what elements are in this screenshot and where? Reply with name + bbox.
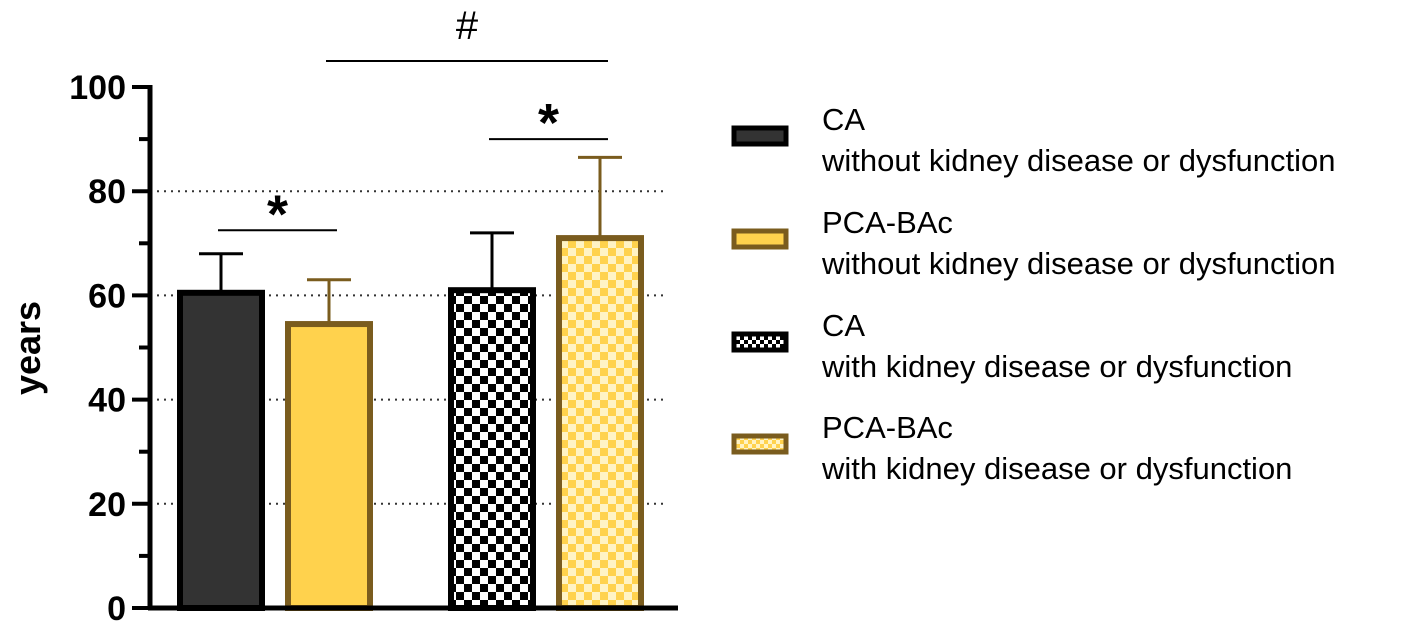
significance-label: * (267, 184, 288, 244)
bar (285, 321, 373, 611)
y-tick-label: 20 (88, 486, 126, 524)
gridlines (150, 190, 668, 505)
y-tick-label: 100 (69, 69, 126, 107)
significance-label: * (538, 93, 559, 153)
significance-annotations: * * # (218, 4, 608, 244)
legend-swatch (731, 331, 789, 353)
legend-label-line1: PCA-BAc (822, 205, 953, 240)
y-tick-label: 40 (88, 382, 126, 420)
y-tick-label: 0 (107, 590, 126, 628)
bar (556, 235, 644, 611)
legend-label-line2: without kidney disease or dysfunction (821, 143, 1336, 178)
y-axis-label: years (7, 301, 48, 395)
legend-label-line1: CA (822, 102, 865, 137)
bars (177, 235, 644, 611)
legend-swatch (731, 228, 789, 250)
error-bars (199, 155, 622, 325)
y-tick-label: 80 (88, 173, 126, 211)
significance-label: # (456, 4, 479, 48)
y-tick-label: 60 (88, 277, 126, 315)
legend-label-line2: without kidney disease or dysfunction (821, 246, 1336, 281)
legend-swatch (731, 433, 789, 455)
legend-label-line2: with kidney disease or dysfunction (821, 451, 1292, 486)
bar (177, 289, 265, 611)
legend-swatch (731, 125, 789, 147)
legend-label-line1: CA (822, 308, 865, 343)
bar (448, 287, 536, 611)
legend-label-line1: PCA-BAc (822, 410, 953, 445)
y-axis: 0 20 40 60 80 100 (69, 69, 678, 628)
legend-label-line2: with kidney disease or dysfunction (821, 349, 1292, 384)
